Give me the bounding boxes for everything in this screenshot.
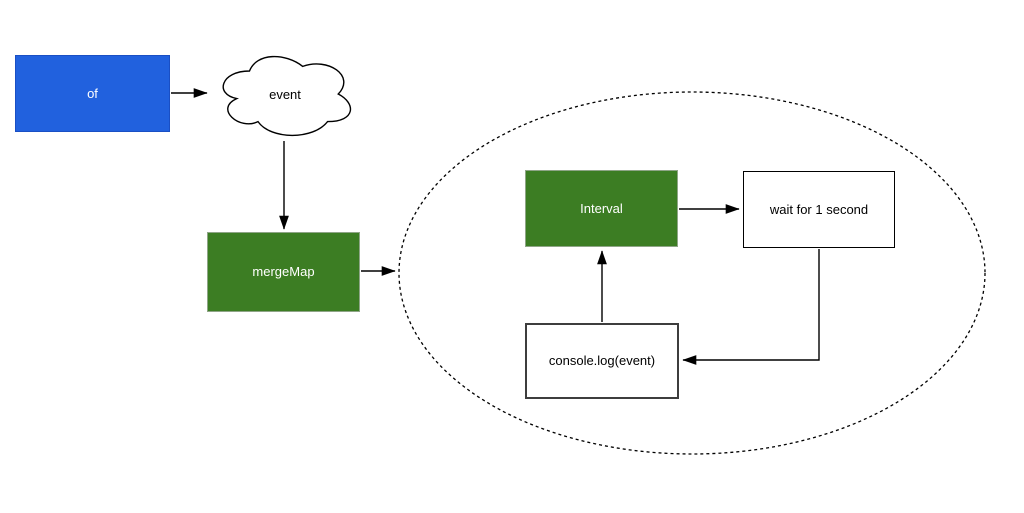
inner-loop-boundary-ellipse bbox=[398, 91, 986, 455]
node-mergemap: mergeMap bbox=[207, 232, 360, 312]
cloud-shape bbox=[222, 55, 352, 137]
arrow-wait-to-console bbox=[682, 249, 820, 365]
node-mergemap-label: mergeMap bbox=[252, 264, 315, 280]
node-event-cloud: event bbox=[214, 48, 356, 140]
node-interval: Interval bbox=[525, 170, 678, 247]
node-console-log-label: console.log(event) bbox=[548, 353, 656, 369]
node-wait-label: wait for 1 second bbox=[769, 201, 869, 217]
node-event-label: event bbox=[269, 86, 301, 102]
node-interval-label: Interval bbox=[580, 200, 623, 216]
node-of-label: of bbox=[87, 85, 98, 101]
node-of: of bbox=[15, 55, 170, 132]
node-wait-for-1-second: wait for 1 second bbox=[743, 171, 895, 248]
node-console-log: console.log(event) bbox=[525, 323, 679, 399]
